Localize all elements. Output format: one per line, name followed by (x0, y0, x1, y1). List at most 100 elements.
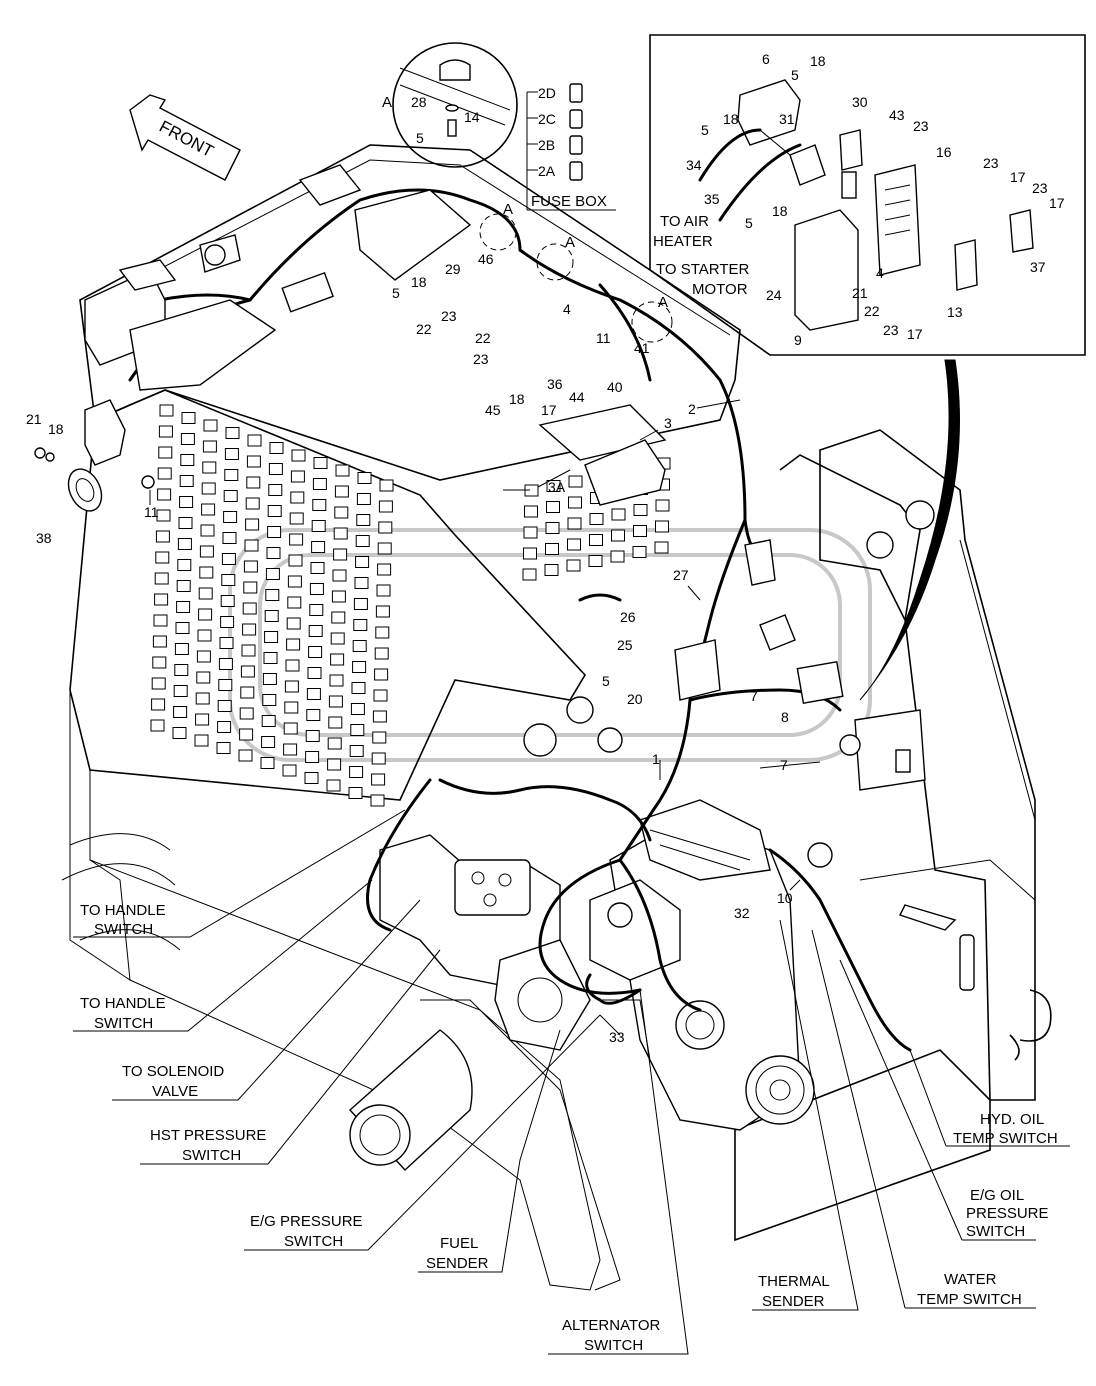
grille-hole (246, 476, 261, 489)
hyd-oil-temp-switch-label-b: TEMP SWITCH (953, 1130, 1058, 1147)
grille-hole (352, 640, 367, 652)
grille-hole (225, 427, 240, 439)
grille-hole (308, 625, 323, 637)
detail-a-marker-1: A (382, 94, 392, 111)
grille-hole (269, 442, 284, 454)
grille-hole (356, 514, 371, 526)
grille-hole (371, 773, 386, 786)
part-number: 45 (485, 402, 501, 418)
part-number: 24 (766, 287, 782, 303)
grille-hole (289, 512, 304, 525)
grille-hole (545, 522, 560, 534)
grille-hole (150, 719, 165, 732)
hst-pressure-switch-label-a: HST PRESSURE (150, 1127, 266, 1144)
grille-hole (290, 491, 305, 504)
grille-hole (355, 535, 370, 547)
part-number: 23 (1032, 180, 1048, 196)
grille-hole (371, 752, 386, 765)
part-number: 41 (634, 340, 650, 356)
part-number: 17 (1049, 195, 1065, 211)
part-number: 4 (563, 301, 571, 317)
grille-hole (220, 595, 235, 607)
grille-hole (263, 652, 278, 664)
grille-hole (355, 556, 370, 568)
grille-hole (376, 584, 391, 597)
part-number: 9 (794, 332, 802, 348)
grille-hole (375, 605, 390, 618)
grille-hole (158, 425, 173, 438)
part-number: 28 (411, 94, 427, 110)
grille-hole (291, 449, 306, 462)
grille-hole (655, 499, 670, 512)
fuse-box: 2D 2C 2B 2A FUSE BOX (526, 83, 616, 211)
part-number: 23 (441, 308, 457, 324)
grille-hole (172, 727, 187, 739)
grille-hole (567, 538, 581, 551)
grille-hole (285, 659, 300, 672)
grille-hole (311, 520, 326, 532)
thermal-sender-label-b: SENDER (762, 1293, 825, 1310)
grille-hole (157, 467, 172, 480)
grille-hole (179, 496, 194, 508)
grille-hole (348, 787, 363, 799)
grille-hole (224, 469, 239, 481)
grille-hole (286, 638, 301, 651)
part-number: 2 (688, 401, 696, 417)
grille-hole (262, 694, 277, 706)
part-number: 18 (411, 274, 427, 290)
grille-hole (196, 650, 211, 663)
horn (34, 399, 155, 512)
grille-hole (265, 589, 280, 601)
part-number: 11 (596, 330, 611, 346)
part-number: 5 (392, 285, 400, 301)
grille-hole (351, 682, 366, 694)
part-number: 23 (883, 322, 899, 338)
fuse-box-title: FUSE BOX (531, 193, 607, 210)
fuel-sender-label-b: SENDER (426, 1255, 489, 1272)
grille-hole (201, 503, 216, 516)
hst-pressure-switch-label-b: SWITCH (182, 1147, 241, 1164)
part-number: 33 (609, 1029, 625, 1045)
front-arrow: FRONT (129, 94, 241, 181)
part-number: 37 (1030, 259, 1046, 275)
part-number: 18 (509, 391, 525, 407)
grille-hole (197, 629, 212, 642)
grille-hole (374, 668, 389, 681)
grille-hole (201, 482, 216, 495)
grille-hole (523, 526, 538, 539)
grille-hole (264, 631, 279, 643)
part-number: 43 (889, 107, 905, 123)
grille-hole (178, 517, 193, 529)
grille-hole (173, 685, 188, 697)
inset-pointer (859, 359, 960, 701)
detail-a-marker-4: A (658, 294, 668, 311)
part-number: 44 (569, 389, 585, 405)
grille-hole (523, 547, 537, 560)
grille-hole (176, 601, 191, 613)
part-number: 5 (701, 122, 709, 138)
grille-hole (268, 484, 283, 496)
part-number: 18 (810, 53, 826, 69)
fuse-2d-label: 2D (538, 85, 556, 101)
grille-hole (242, 602, 257, 615)
grille-hole (567, 517, 582, 530)
grille-hole (330, 632, 345, 645)
part-number: 23 (913, 118, 929, 134)
grille-hole (245, 497, 260, 510)
grille-hole (246, 455, 261, 468)
grille-hole (307, 667, 322, 679)
fuse-2b-label: 2B (538, 137, 555, 153)
water-temp-switch-label-b: TEMP SWITCH (917, 1291, 1022, 1308)
grille-hole (378, 521, 393, 534)
alternator-switch-label-a: ALTERNATOR (562, 1317, 661, 1334)
grille-hole (588, 555, 603, 567)
grille-hole (377, 542, 392, 555)
part-number: 23 (473, 351, 489, 367)
grille-hole (349, 745, 364, 757)
part-number: 4 (876, 265, 884, 281)
grille-hole (333, 527, 348, 540)
grille-hole (224, 448, 239, 460)
grille-hole (589, 534, 603, 546)
callout-leaders (149, 399, 821, 1036)
grille-hole (179, 475, 194, 487)
